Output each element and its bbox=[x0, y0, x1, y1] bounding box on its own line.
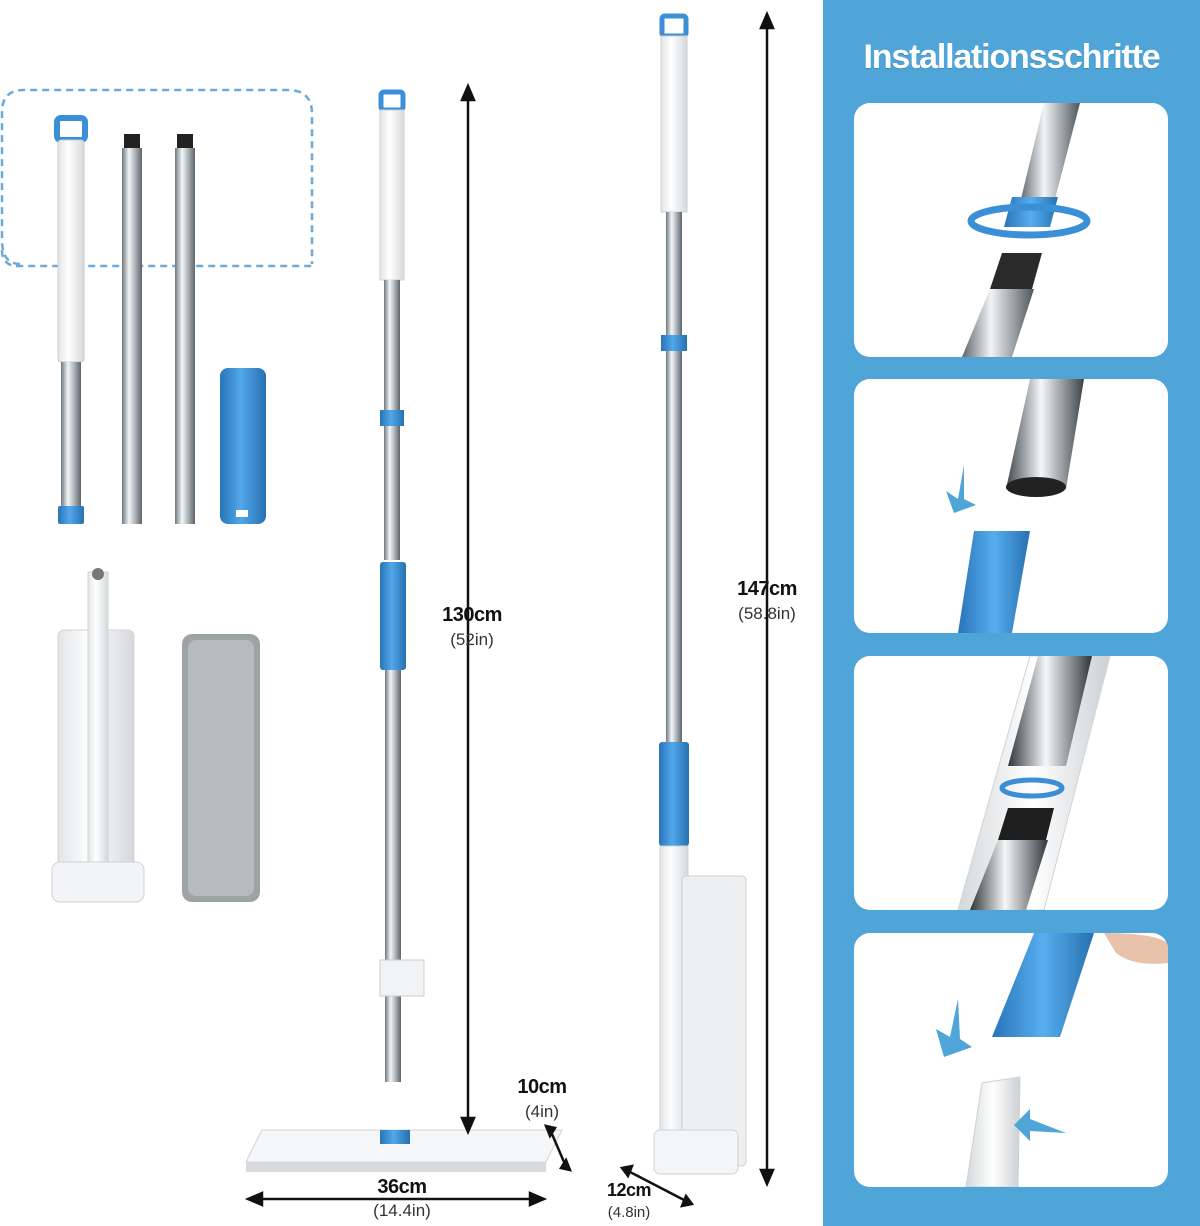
part-handle-top bbox=[54, 115, 88, 524]
dim-12-main: 12cm bbox=[606, 1180, 652, 1200]
dim-36-sub: (14.4in) bbox=[373, 1201, 431, 1220]
parts-frame bbox=[0, 88, 314, 268]
mop-assembled-short bbox=[245, 89, 563, 1172]
dim-130-sub: (52in) bbox=[450, 630, 494, 649]
panel-title: Installationsschritte bbox=[863, 38, 1161, 76]
step-card-2 bbox=[854, 379, 1168, 633]
dim-130-main: 130cm bbox=[442, 604, 502, 626]
press-button-arrow-icon bbox=[936, 933, 1168, 1187]
mop-assembled-long bbox=[653, 13, 747, 1175]
dim-12-sub: (4.8in) bbox=[607, 1204, 651, 1221]
part-blue-connector bbox=[220, 368, 266, 524]
part-pole-2 bbox=[175, 134, 195, 524]
step-card-3 bbox=[854, 656, 1168, 910]
installation-panel: Installationsschritte bbox=[823, 0, 1200, 1226]
dim-line-130 bbox=[460, 82, 476, 1136]
dim-10-main: 10cm bbox=[517, 1076, 567, 1098]
insert-down-arrow-icon bbox=[946, 379, 1084, 633]
step-card-4 bbox=[854, 933, 1168, 1187]
step-card-1 bbox=[854, 103, 1168, 357]
dim-147-main: 147cm bbox=[737, 578, 797, 600]
dim-line-147 bbox=[759, 10, 775, 1188]
rotate-connect-icon bbox=[962, 103, 1091, 357]
dim-line-12 bbox=[619, 1164, 695, 1208]
dim-10-sub: (4in) bbox=[524, 1102, 559, 1121]
product-illustration bbox=[0, 10, 775, 1208]
dim-line-36 bbox=[244, 1191, 548, 1207]
screw-rotate-icon bbox=[957, 656, 1111, 910]
part-microfiber-pad bbox=[182, 634, 260, 902]
part-pole-1 bbox=[122, 134, 142, 524]
dim-line-10 bbox=[543, 1124, 573, 1172]
dim-36-main: 36cm bbox=[377, 1176, 427, 1198]
dim-147-sub: (58.8in) bbox=[738, 604, 796, 623]
part-mop-frame bbox=[51, 568, 145, 903]
